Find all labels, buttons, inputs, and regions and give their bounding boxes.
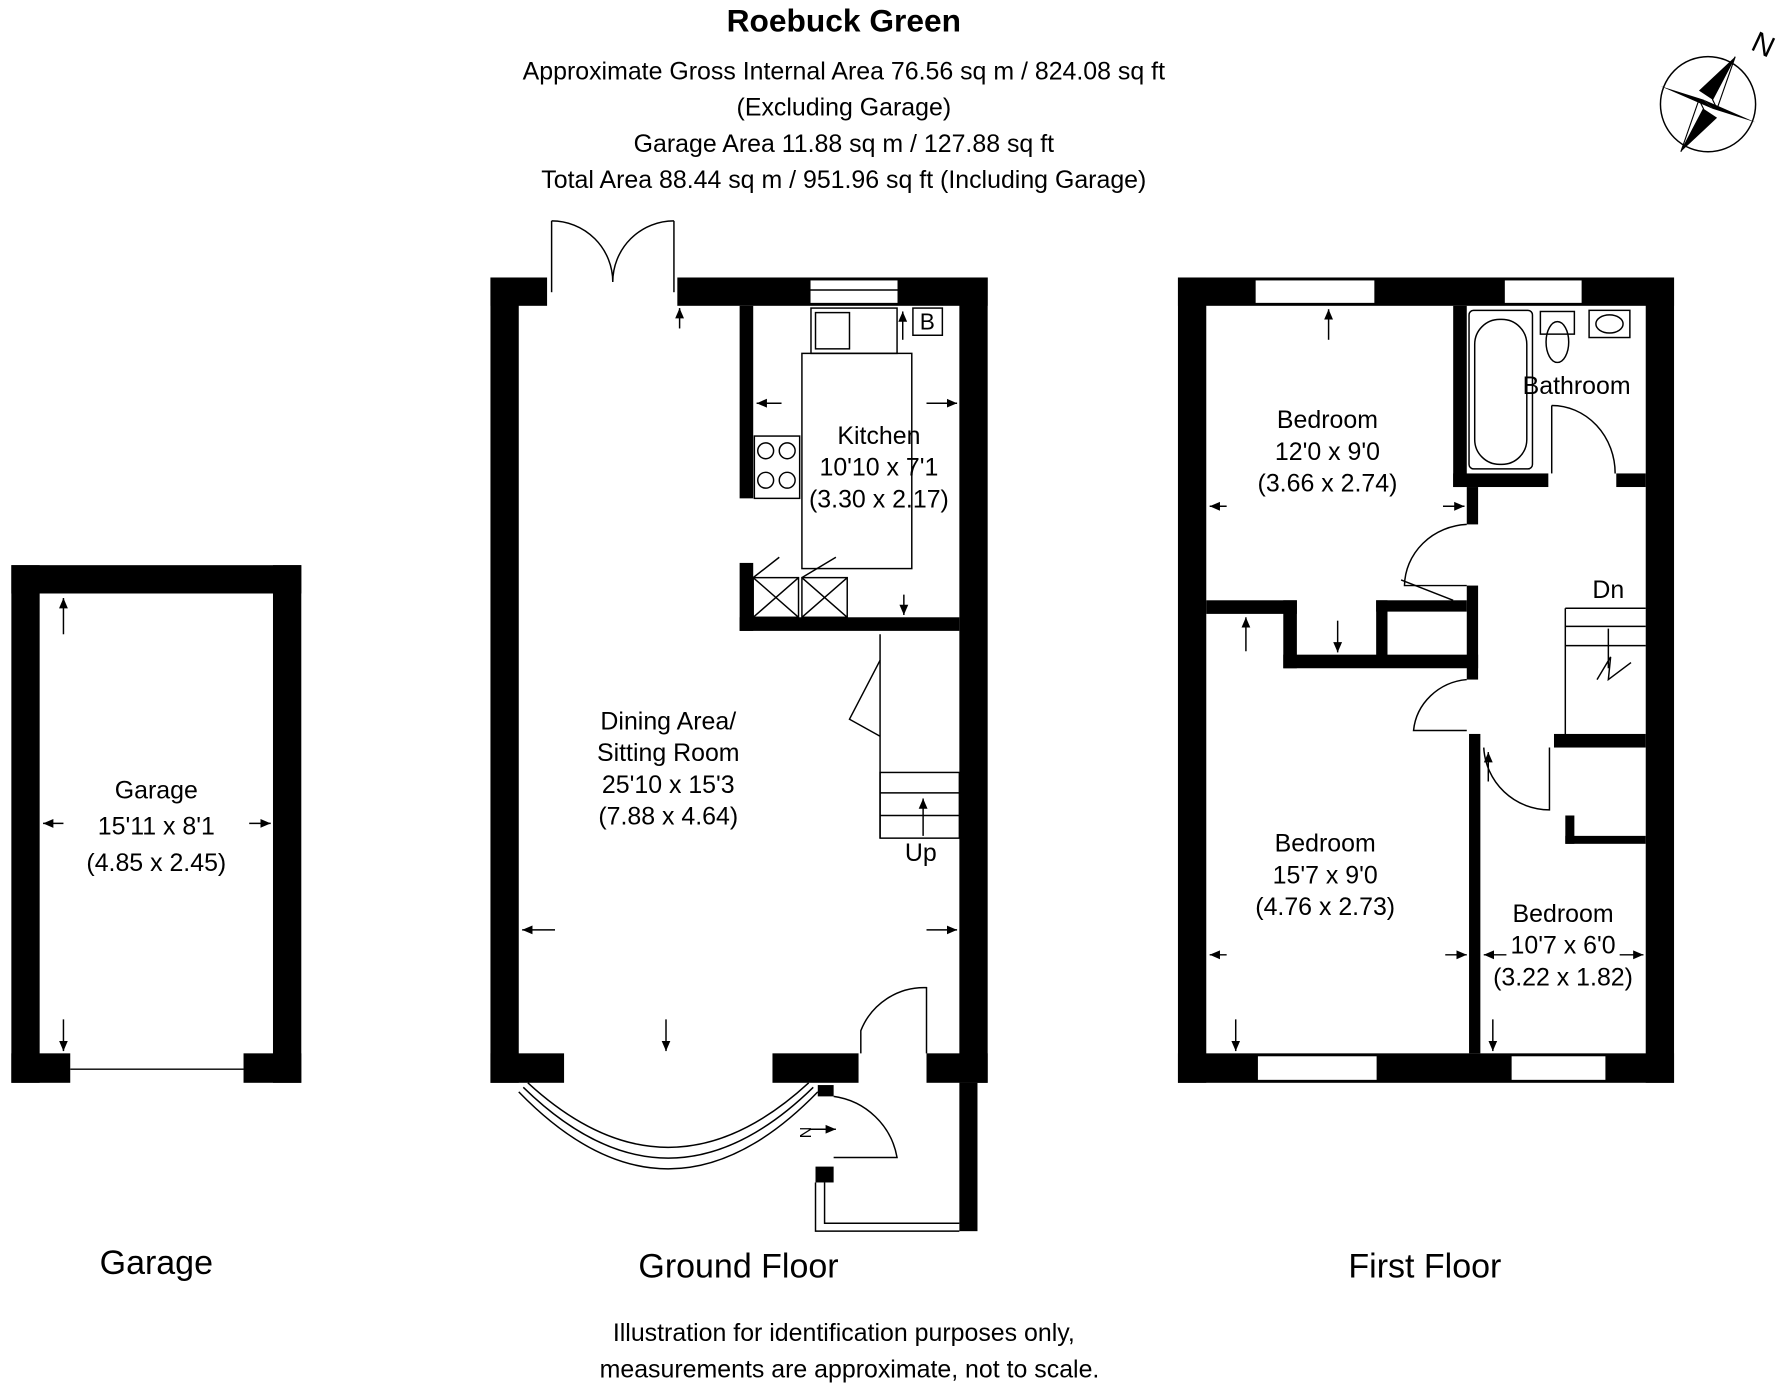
dining-metric: (7.88 x 4.64): [598, 803, 738, 831]
dining-name-2: Sitting Room: [597, 739, 740, 767]
garage-imperial: 15'11 x 8'1: [98, 813, 215, 841]
header: Roebuck Green Approximate Gross Internal…: [523, 3, 1165, 194]
dining-name-1: Dining Area/: [600, 707, 736, 735]
bedroom3-name: Bedroom: [1513, 900, 1614, 928]
bedroom2-metric: (4.76 x 2.73): [1255, 893, 1395, 921]
gross-area-text: Approximate Gross Internal Area 76.56 sq…: [523, 57, 1165, 85]
garage-metric: (4.85 x 2.45): [86, 849, 226, 877]
bedroom3-metric: (3.22 x 1.82): [1493, 963, 1633, 991]
garage-floor-label: Garage: [100, 1244, 213, 1282]
disclaimer-line-1: Illustration for identification purposes…: [613, 1319, 1075, 1347]
garage-plan: Garage 15'11 x 8'1 (4.85 x 2.45) Garage: [11, 565, 302, 1282]
first-floor-plan: Bathroom Bedroom 12'0 x 9'0 (3.66 x 2.74…: [1177, 277, 1675, 1286]
kitchen-name: Kitchen: [837, 422, 920, 450]
entrance-north-marker: N: [798, 1127, 815, 1138]
plan-title: Roebuck Green: [727, 3, 961, 39]
cupboards: [752, 556, 848, 619]
garage-area-text: Garage Area 11.88 sq m / 127.88 sq ft: [634, 130, 1055, 158]
garage-room-name: Garage: [115, 777, 198, 805]
total-area-text: Total Area 88.44 sq m / 951.96 sq ft (In…: [541, 166, 1146, 194]
compass-icon: N: [1659, 25, 1776, 153]
bedroom1-imperial: 12'0 x 9'0: [1275, 438, 1380, 466]
kitchen-imperial: 10'10 x 7'1: [819, 454, 938, 482]
dining-imperial: 25'10 x 15'3: [602, 771, 735, 799]
bathroom-name: Bathroom: [1523, 372, 1631, 400]
hob-icon: [753, 435, 801, 500]
first-floor-label: First Floor: [1348, 1248, 1501, 1286]
stairs-down-label: Dn: [1592, 576, 1624, 604]
footer: Illustration for identification purposes…: [600, 1319, 1100, 1383]
stairs-up-label: Up: [905, 839, 937, 867]
compass-north-label: N: [1747, 25, 1776, 64]
bedroom1-metric: (3.66 x 2.74): [1258, 470, 1398, 498]
bedroom3-imperial: 10'7 x 6'0: [1511, 932, 1616, 960]
boiler-label: B: [920, 309, 935, 335]
bedroom1-name: Bedroom: [1277, 406, 1378, 434]
excluding-garage-text: (Excluding Garage): [737, 94, 952, 122]
disclaimer-line-2: measurements are approximate, not to sca…: [600, 1355, 1100, 1383]
ground-floor-plan: B Kitchen 10'10 x 7'1 (3.30 x 2.17) Up D…: [490, 220, 988, 1286]
bedroom2-name: Bedroom: [1275, 830, 1376, 858]
kitchen-metric: (3.30 x 2.17): [809, 485, 949, 513]
ground-floor-label: Ground Floor: [638, 1248, 838, 1286]
bedroom2-imperial: 15'7 x 9'0: [1273, 861, 1378, 889]
